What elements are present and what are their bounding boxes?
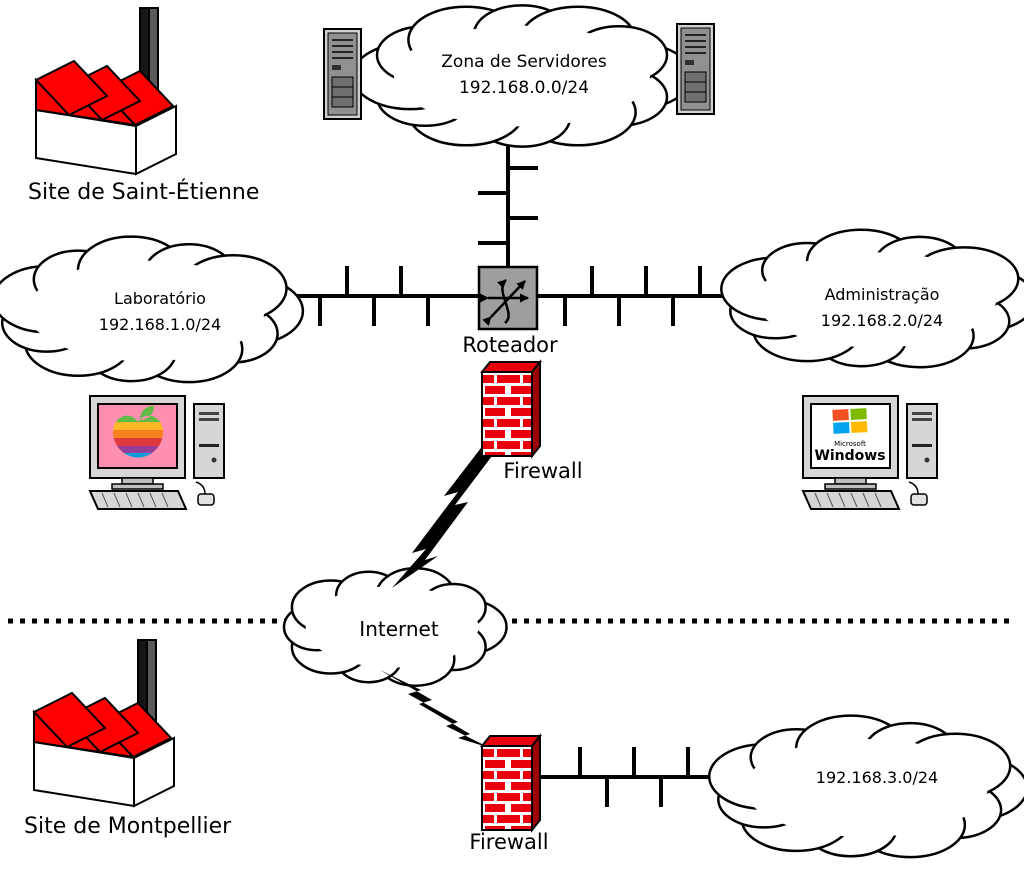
firewall-main-label: Firewall xyxy=(503,459,583,483)
mac-workstation-icon xyxy=(88,395,225,510)
cloud-admin-subnet: 192.168.2.0/24 xyxy=(820,311,944,331)
cloud-servers-subnet: 192.168.0.0/24 xyxy=(458,77,590,98)
firewall-montpellier-icon xyxy=(479,733,543,833)
windows-mouse xyxy=(910,493,928,506)
cloud-servers xyxy=(351,4,693,148)
cloud-lab-subnet: 192.168.1.0/24 xyxy=(98,315,222,335)
bus-backbone-ticks xyxy=(318,266,702,326)
firewall-main-icon xyxy=(479,359,543,459)
cloud-admin-label: Administração 192.168.2.0/24 xyxy=(821,282,943,335)
cloud-lab xyxy=(0,235,305,384)
site-montpellier-label: Site de Montpellier xyxy=(24,814,232,839)
factory-montpellier-icon xyxy=(33,639,175,807)
server-tower-right-icon xyxy=(676,23,715,115)
cloud-admin xyxy=(720,228,1024,369)
firewall-montpellier-label: Firewall xyxy=(469,830,549,854)
bus-montpellier-horizontal xyxy=(540,747,722,807)
cloud-admin-title: Administração xyxy=(824,285,940,304)
microsoft-brand-text: Microsoft xyxy=(834,440,866,448)
router-icon xyxy=(477,265,539,331)
bus-backbone-horizontal xyxy=(293,266,728,326)
bus-montpellier-ticks xyxy=(578,747,690,807)
lightning-bolt-top-icon xyxy=(392,444,498,588)
windows-keyboard xyxy=(801,490,901,510)
bus-servers-ticks xyxy=(478,166,538,245)
mac-mouse xyxy=(197,493,215,506)
windows-workstation-icon: Microsoft Windows xyxy=(801,395,938,510)
factory-saint-etienne-icon xyxy=(35,7,177,175)
router-label: Roteador xyxy=(462,333,558,357)
cloud-lab-label: Laboratório 192.168.1.0/24 xyxy=(99,286,221,339)
cloud-lab-title: Laboratório xyxy=(114,289,206,308)
cloud-servers-title: Zona de Servidores xyxy=(441,52,607,72)
internet-label: Internet xyxy=(359,617,439,641)
cloud-montpellier-lan xyxy=(707,714,1024,859)
cloud-servers-label: Zona de Servidores 192.168.0.0/24 xyxy=(441,50,606,101)
bus-servers-vertical xyxy=(478,140,538,272)
server-tower-left-icon xyxy=(323,28,362,120)
cloud-montpellier-lan-subnet: 192.168.3.0/24 xyxy=(815,768,939,787)
site-saint-etienne-label: Site de Saint-Étienne xyxy=(28,180,260,205)
cloud-internet xyxy=(282,567,508,687)
mac-keyboard xyxy=(88,490,188,510)
windows-brand-text: Windows xyxy=(814,448,885,464)
windows-logo-icon xyxy=(832,408,868,434)
